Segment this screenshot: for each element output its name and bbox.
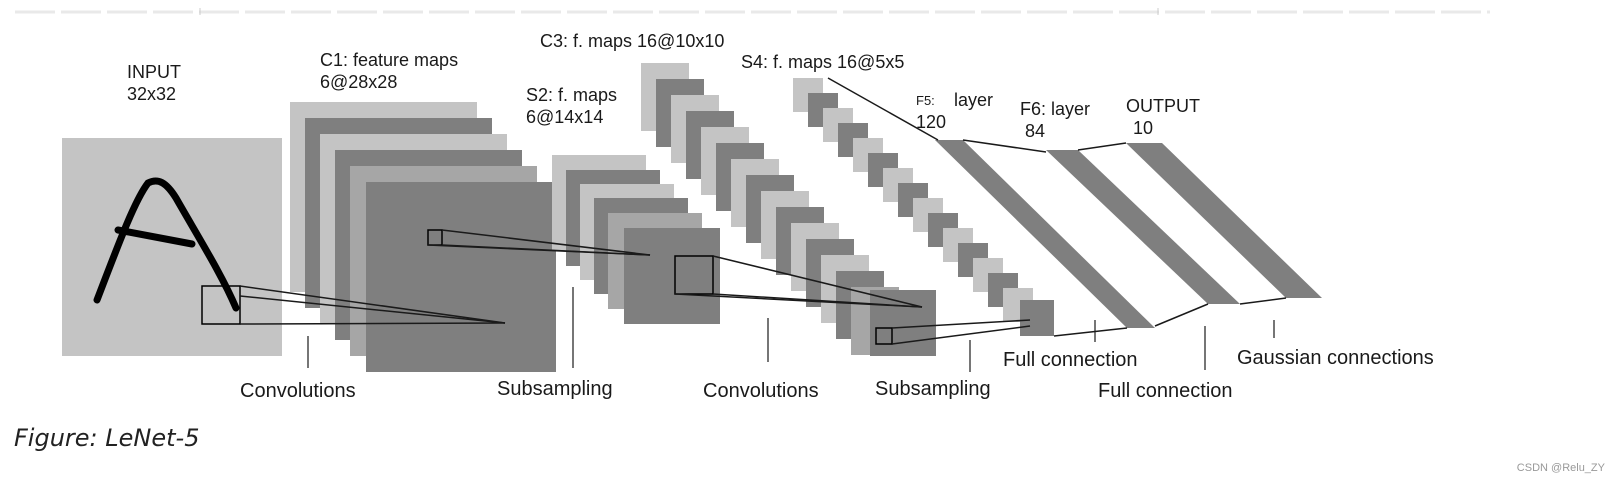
input-image: [62, 138, 282, 356]
output-layer-band: [1126, 143, 1322, 298]
s2-feature-maps: [552, 155, 720, 324]
op-convolutions-1: Convolutions: [240, 380, 356, 402]
f5-size-label: 120: [916, 112, 946, 132]
op-full-connection-1: Full connection: [1003, 349, 1138, 371]
input-label: INPUT: [127, 62, 181, 82]
op-convolutions-2: Convolutions: [703, 380, 819, 402]
s4-label: S4: f. maps 16@5x5: [741, 52, 904, 72]
f5-label-suffix: layer: [954, 90, 993, 110]
s2-receptive-field: [674, 255, 714, 295]
c1-label: C1: feature maps: [320, 50, 458, 70]
f6-layer-band: [1046, 150, 1240, 304]
input-layer: [62, 138, 282, 356]
f6-label: F6: layer: [1020, 99, 1090, 119]
top-border: [15, 8, 1490, 15]
output-label: OUTPUT: [1126, 96, 1200, 116]
f5-label: F5:: [916, 93, 935, 108]
watermark: CSDN @Relu_ZY: [1516, 462, 1605, 474]
f5-layer-band: [935, 140, 1155, 328]
s2-label: S2: f. maps: [526, 85, 617, 105]
c3-label: C3: f. maps 16@10x10: [540, 31, 724, 51]
f6-size-label: 84: [1025, 121, 1045, 141]
op-subsampling-2: Subsampling: [875, 378, 991, 400]
s2-size-label: 6@14x14: [526, 107, 603, 127]
input-receptive-field: [201, 285, 241, 325]
c1-size-label: 6@28x28: [320, 72, 397, 92]
fc-layers: [935, 140, 1322, 328]
output-size-label: 10: [1133, 118, 1153, 138]
op-gaussian-connections: Gaussian connections: [1237, 347, 1434, 369]
input-size-label: 32x32: [127, 84, 176, 104]
letter-a-glyph: [93, 177, 240, 312]
operation-ticks: [307, 287, 1275, 372]
op-subsampling-1: Subsampling: [497, 378, 613, 400]
op-full-connection-2: Full connection: [1098, 380, 1233, 402]
connection-lines: [239, 77, 1287, 345]
s4-feature-maps: [793, 78, 1054, 336]
figure-caption: Figure: LeNet-5: [14, 424, 200, 452]
c1-feature-maps: [290, 102, 556, 372]
c3-receptive-field: [875, 327, 893, 345]
